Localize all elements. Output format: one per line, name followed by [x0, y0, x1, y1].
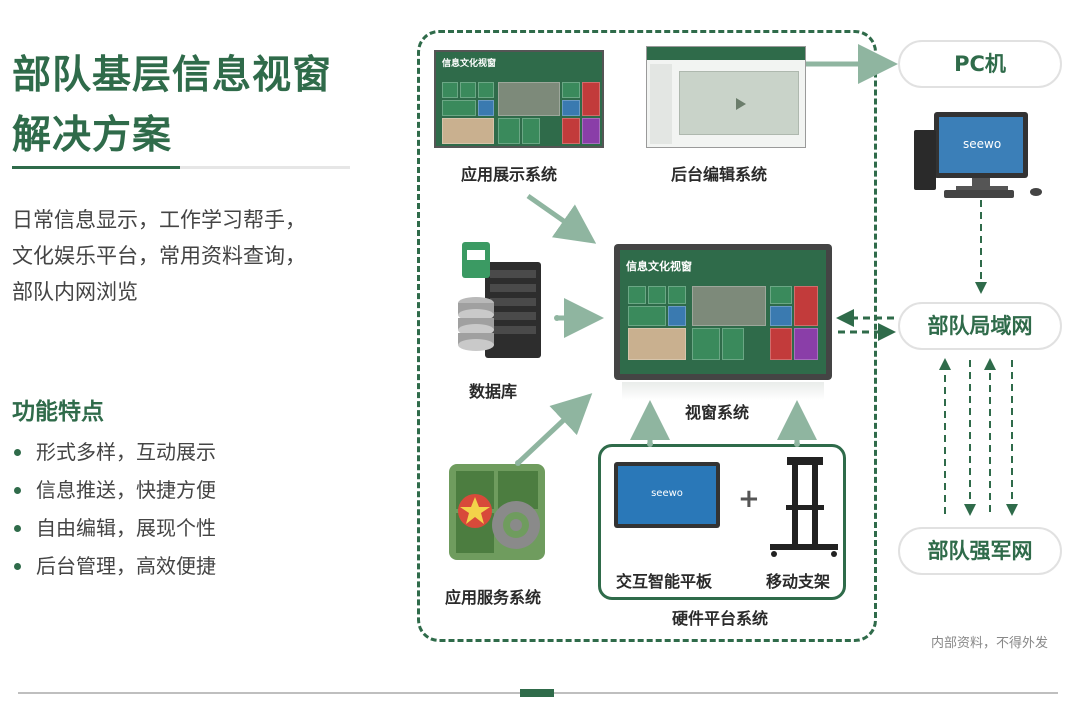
app-display-label: 应用展示系统: [461, 165, 558, 184]
pc-label: PC机: [954, 52, 1006, 76]
description-line: 日常信息显示，工作学习帮手，: [12, 208, 306, 232]
page-title: 部队基层信息视窗 解决方案: [12, 46, 372, 166]
mobile-stand-label: 移动支架: [766, 572, 831, 591]
screen-title: 信息文化视窗: [442, 59, 497, 69]
interactive-panel-label: 交互智能平板: [616, 572, 713, 591]
hardware-platform-box: [598, 444, 846, 600]
features-list: 形式多样，互动展示 信息推送，快捷方便 自由编辑，展现个性 后台管理，高效便捷: [12, 437, 216, 589]
lan-label: 部队局域网: [927, 314, 1033, 338]
panel-brand: seewo: [651, 488, 683, 499]
title-line-2: 解决方案: [12, 113, 173, 158]
database-label: 数据库: [469, 382, 518, 401]
title-divider-accent: [12, 166, 180, 169]
army-net-node: 部队强军网: [898, 527, 1062, 575]
screen-title: 信息文化视窗: [626, 260, 692, 273]
title-divider: [12, 166, 350, 169]
system-boundary: [417, 30, 877, 642]
title-line-1: 部队基层信息视窗: [12, 53, 333, 98]
feature-item: 形式多样，互动展示: [12, 437, 216, 475]
feature-item: 自由编辑，展现个性: [12, 513, 216, 551]
window-display-screen: 信息文化视窗: [620, 250, 826, 374]
window-display-reflection: [622, 382, 824, 400]
army-net-label: 部队强军网: [927, 539, 1033, 563]
feature-item: 信息推送，快捷方便: [12, 475, 216, 513]
description: 日常信息显示，工作学习帮手， 文化娱乐平台，常用资料查询， 部队内网浏览: [12, 202, 372, 310]
description-line: 部队内网浏览: [12, 280, 138, 304]
hardware-platform-label: 硬件平台系统: [672, 609, 769, 628]
footer-accent: [520, 689, 554, 697]
backend-editor-screenshot: [646, 46, 806, 148]
monitor-brand: seewo: [963, 137, 1002, 151]
features-heading: 功能特点: [12, 399, 104, 425]
description-line: 文化娱乐平台，常用资料查询，: [12, 244, 306, 268]
pc-node: PC机: [898, 40, 1062, 88]
interactive-panel-image: seewo: [614, 462, 720, 528]
footnote: 内部资料，不得外发: [931, 636, 1049, 651]
play-icon: [736, 98, 746, 110]
app-display-screenshot: 信息文化视窗: [434, 50, 604, 148]
plus-sign: +: [738, 484, 760, 514]
window-system-label: 视窗系统: [685, 403, 750, 422]
lan-node: 部队局域网: [898, 302, 1062, 350]
feature-item: 后台管理，高效便捷: [12, 551, 216, 589]
app-service-label: 应用服务系统: [445, 588, 542, 607]
backend-edit-label: 后台编辑系统: [671, 165, 768, 184]
